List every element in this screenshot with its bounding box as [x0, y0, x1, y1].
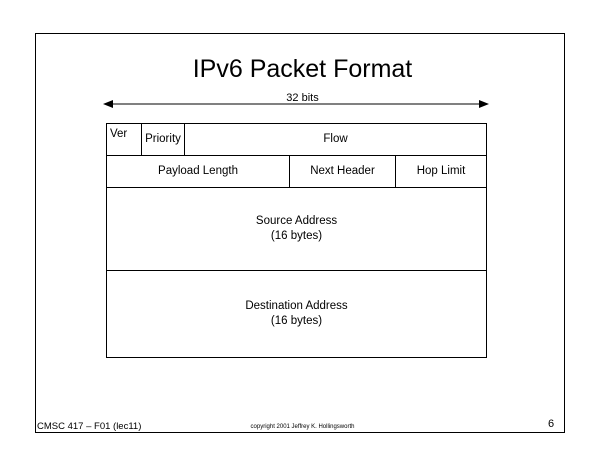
- field-version: Ver: [106, 123, 142, 156]
- footer-copyright: copyright 2001 Jeffrey K. Hollingsworth: [250, 424, 355, 430]
- field-next-header: Next Header: [289, 155, 396, 188]
- bit-width-arrow: [103, 100, 489, 108]
- source-address-label: Source Address: [255, 215, 338, 227]
- field-flow: Flow: [184, 123, 487, 156]
- slide-title: IPv6 Packet Format: [192, 55, 413, 83]
- field-destination-address: Destination Address (16 bytes): [106, 270, 487, 358]
- field-priority: Priority: [141, 123, 185, 156]
- bit-width-label: 32 bits: [286, 92, 319, 104]
- slide-frame: [35, 33, 565, 433]
- destination-address-size: (16 bytes): [270, 315, 323, 327]
- destination-address-label: Destination Address: [245, 300, 348, 312]
- field-source-address: Source Address (16 bytes): [106, 187, 487, 271]
- page-number: 6: [548, 418, 555, 430]
- footer-course: CMSC 417 – F01 (lec11): [37, 421, 142, 432]
- source-address-size: (16 bytes): [270, 230, 323, 242]
- field-payload-length: Payload Length: [106, 155, 290, 188]
- field-hop-limit: Hop Limit: [395, 155, 487, 188]
